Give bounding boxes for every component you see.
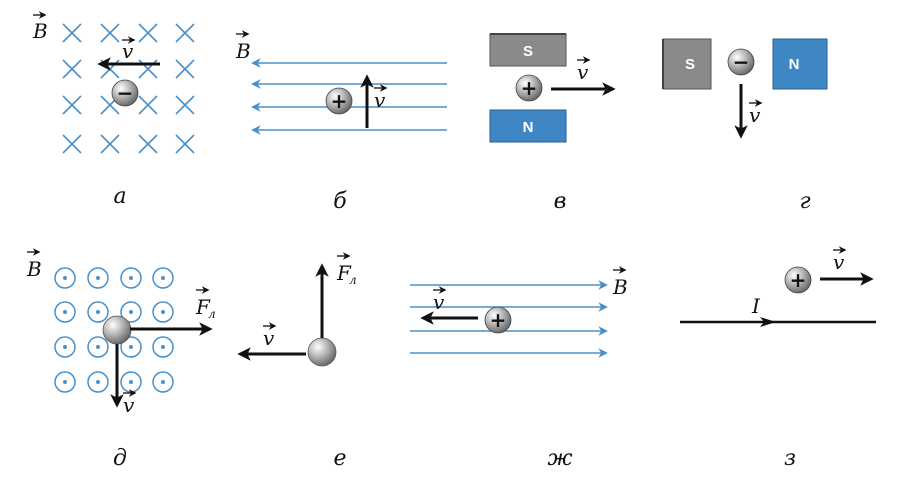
panel-caption: а	[113, 184, 126, 209]
dot-circle-icon	[152, 336, 174, 358]
field-label: B	[235, 39, 251, 63]
dot-circle-icon	[120, 267, 142, 289]
panel-a: B v − а	[32, 11, 195, 209]
charge-sign: −	[117, 81, 134, 105]
velocity-label: v	[433, 290, 445, 314]
dot-circle-icon	[87, 301, 109, 323]
dot-circle-icon	[120, 336, 142, 358]
field-out-of-page-dots	[54, 267, 174, 393]
dot-circle-icon	[152, 371, 174, 393]
cross-icon	[175, 59, 195, 79]
cross-icon	[138, 134, 158, 154]
velocity-label: v	[833, 250, 845, 274]
dot-circle-icon	[87, 371, 109, 393]
charge-ball	[484, 306, 512, 334]
cross-icon	[175, 134, 195, 154]
charge-sign: +	[331, 89, 348, 113]
cross-icon	[62, 134, 82, 154]
cross-icon	[62, 95, 82, 115]
cross-icon	[138, 95, 158, 115]
panel-v: S N + v в	[489, 33, 616, 214]
charge-ball	[325, 87, 353, 115]
magnet-n-label: N	[789, 56, 800, 73]
dot-circle-icon	[120, 371, 142, 393]
charge-sign: +	[521, 76, 538, 100]
charge-ball	[727, 48, 755, 76]
dot-circle-icon	[54, 267, 76, 289]
dot-circle-icon	[54, 336, 76, 358]
dot-circle-icon	[152, 301, 174, 323]
cross-icon	[62, 23, 82, 43]
magnet-n	[772, 38, 828, 90]
dot-circle-icon	[87, 336, 109, 358]
panel-z: I + v з	[680, 246, 876, 471]
magnet-n-label: N	[523, 119, 534, 136]
current-label: I	[751, 294, 761, 318]
velocity-label: v	[122, 39, 134, 63]
field-label: B	[32, 19, 48, 43]
magnet-n	[489, 109, 567, 143]
charge-ball	[111, 79, 139, 107]
dot-circle-icon	[54, 371, 76, 393]
charge-sign: +	[790, 268, 807, 292]
charge-sign: +	[490, 308, 507, 332]
magnet-s	[662, 38, 712, 90]
cross-icon	[175, 95, 195, 115]
velocity-label: v	[749, 103, 761, 127]
field-label: B	[612, 275, 628, 299]
velocity-label: v	[123, 393, 135, 417]
dot-circle-icon	[120, 301, 142, 323]
dot-circle-icon	[152, 267, 174, 289]
cross-icon	[138, 23, 158, 43]
magnet-s-label: S	[685, 56, 695, 73]
dot-circle-icon	[54, 301, 76, 323]
panel-g: S N − v г	[662, 38, 828, 214]
panel-caption: е	[333, 446, 346, 471]
force-label: F	[336, 261, 352, 285]
charge-ball	[515, 74, 543, 102]
panel-caption: б	[333, 189, 347, 214]
cross-icon	[100, 134, 120, 154]
cross-icon	[62, 59, 82, 79]
charge-ball	[307, 337, 337, 367]
panel-zh: B + v ж	[410, 266, 628, 471]
velocity-label: v	[374, 88, 386, 112]
panel-caption: г	[799, 189, 810, 214]
panel-caption: в	[554, 189, 567, 214]
dot-circle-icon	[87, 267, 109, 289]
cross-icon	[175, 23, 195, 43]
current-direction-icon	[760, 317, 776, 327]
charge-ball	[784, 266, 812, 294]
charge-ball	[102, 315, 132, 345]
panel-caption: з	[784, 446, 796, 471]
velocity-label: v	[263, 326, 275, 350]
panel-e: F л v е	[237, 252, 357, 471]
panel-d: B F л v д	[26, 248, 216, 471]
magnet-s-label: S	[523, 43, 533, 60]
cross-icon	[100, 23, 120, 43]
field-label: B	[26, 257, 42, 281]
panel-b: B + v б	[235, 30, 447, 214]
force-subscript: л	[349, 273, 357, 287]
force-label: F	[195, 295, 211, 319]
panel-caption: д	[113, 446, 127, 471]
panel-caption: ж	[547, 446, 572, 471]
force-subscript: л	[208, 307, 216, 321]
velocity-label: v	[577, 60, 589, 84]
charge-sign: −	[733, 50, 750, 74]
